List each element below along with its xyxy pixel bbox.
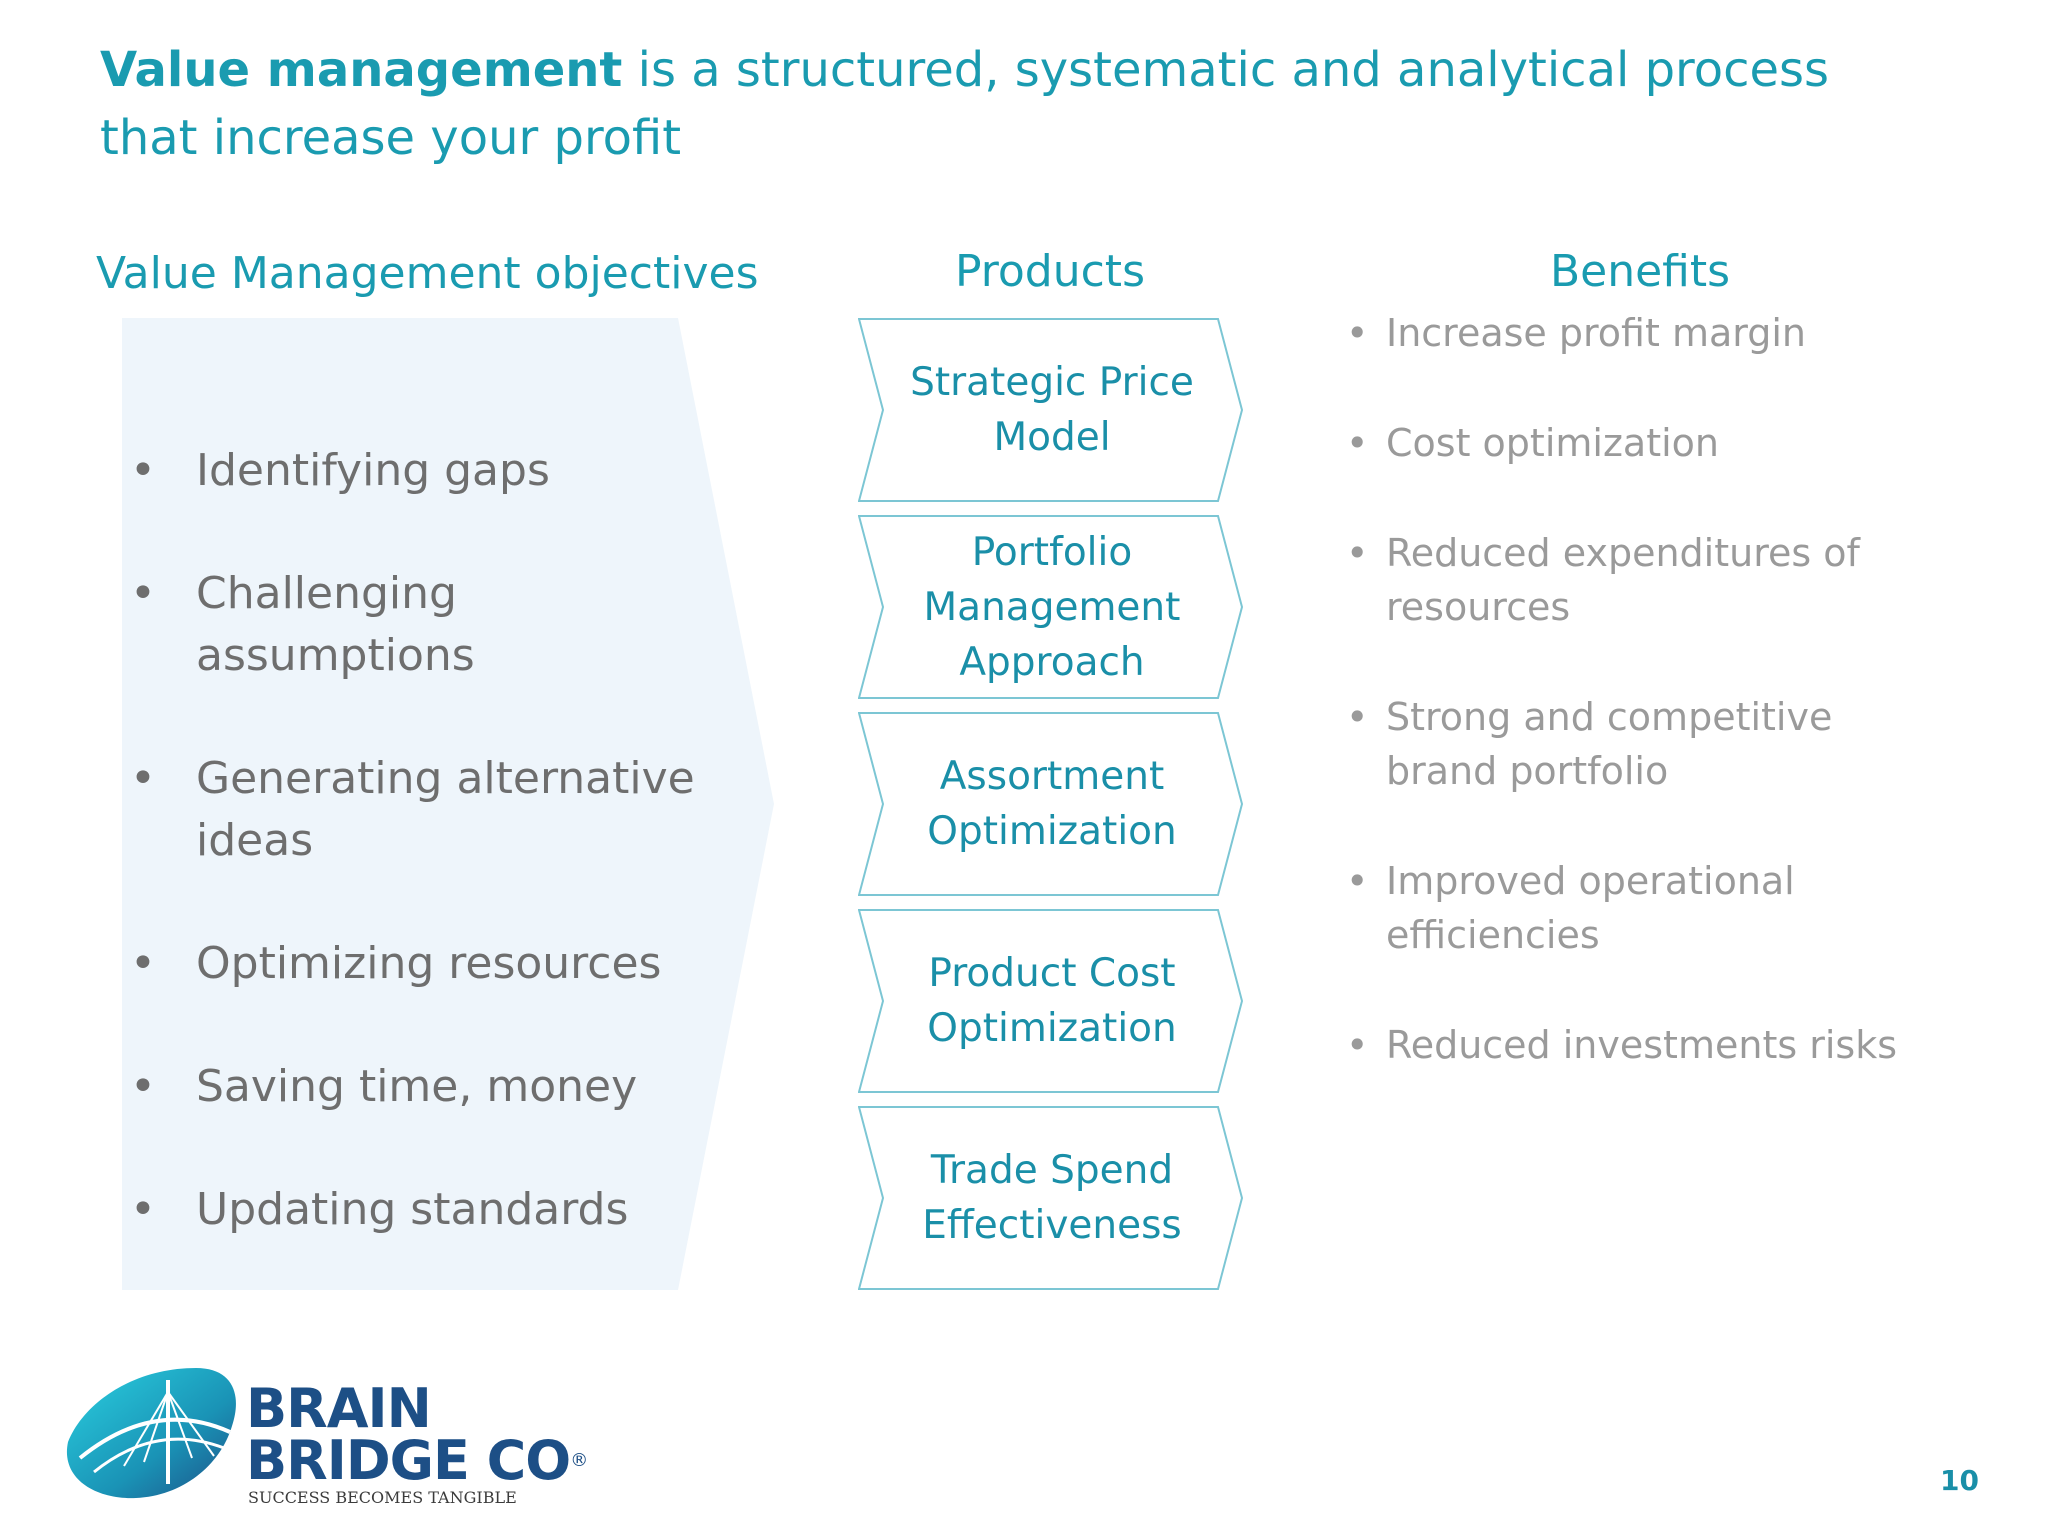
title-emphasis: Value management bbox=[100, 42, 623, 98]
title-rest: is a structured, systematic and analytic… bbox=[100, 42, 1830, 166]
benefit-item: Improved operational efficiencies bbox=[1346, 854, 1946, 962]
product-label: Trade Spend Effectiveness bbox=[922, 1148, 1182, 1248]
objective-item: Optimizing resources bbox=[130, 933, 730, 995]
logo-word-line2: BRIDGE CO® bbox=[246, 1434, 588, 1488]
product-chevron: Strategic Price Model bbox=[858, 318, 1244, 502]
objective-item: Challenging assumptions bbox=[130, 563, 730, 687]
product-label: Assortment Optimization bbox=[927, 754, 1177, 854]
objectives-heading: Value Management objectives bbox=[96, 248, 759, 299]
logo-word-line1: BRAIN bbox=[246, 1377, 432, 1440]
product-label: Product Cost Optimization bbox=[927, 951, 1177, 1051]
chevron-outline bbox=[858, 909, 1244, 1093]
benefit-item: Cost optimization bbox=[1346, 416, 1946, 470]
bridge-logo-icon bbox=[66, 1368, 236, 1499]
registered-mark: ® bbox=[570, 1450, 588, 1471]
objective-item: Identifying gaps bbox=[130, 440, 730, 502]
benefits-heading: Benefits bbox=[1549, 246, 1731, 297]
benefits-list: Increase profit margin Cost optimization… bbox=[1346, 306, 1946, 1128]
benefit-item: Reduced expenditures of resources bbox=[1346, 526, 1946, 634]
objective-item: Updating standards bbox=[130, 1179, 730, 1241]
benefit-item: Strong and competitive brand portfolio bbox=[1346, 690, 1946, 798]
logo-word-text: BRIDGE CO bbox=[246, 1429, 571, 1492]
product-chevron: Assortment Optimization bbox=[858, 712, 1244, 896]
product-label: Portfolio Management Approach bbox=[923, 529, 1181, 685]
chevron-outline bbox=[858, 712, 1244, 896]
objectives-list: Identifying gaps Challenging assumptions… bbox=[130, 440, 730, 1302]
chevron-outline bbox=[858, 1106, 1244, 1290]
product-chevron: Portfolio Management Approach bbox=[858, 515, 1244, 699]
company-logo: BRAIN BRIDGE CO® SUCCESS BECOMES TANGIBL… bbox=[64, 1362, 588, 1512]
benefit-item: Reduced investments risks bbox=[1346, 1018, 1946, 1072]
objective-item: Generating alternative ideas bbox=[130, 748, 730, 872]
objective-item: Saving time, money bbox=[130, 1056, 730, 1118]
product-chevron: Trade Spend Effectiveness bbox=[858, 1106, 1244, 1290]
page-number: 10 bbox=[1940, 1464, 1979, 1497]
benefit-item: Increase profit margin bbox=[1346, 306, 1946, 360]
chevron-outline bbox=[858, 515, 1244, 699]
product-chevron: Product Cost Optimization bbox=[858, 909, 1244, 1093]
chevron-outline bbox=[858, 318, 1244, 502]
logo-tagline: SUCCESS BECOMES TANGIBLE bbox=[248, 1488, 517, 1507]
product-label: Strategic Price Model bbox=[910, 360, 1194, 460]
slide-title: Value management is a structured, system… bbox=[100, 36, 1860, 172]
products-heading: Products bbox=[955, 246, 1145, 297]
